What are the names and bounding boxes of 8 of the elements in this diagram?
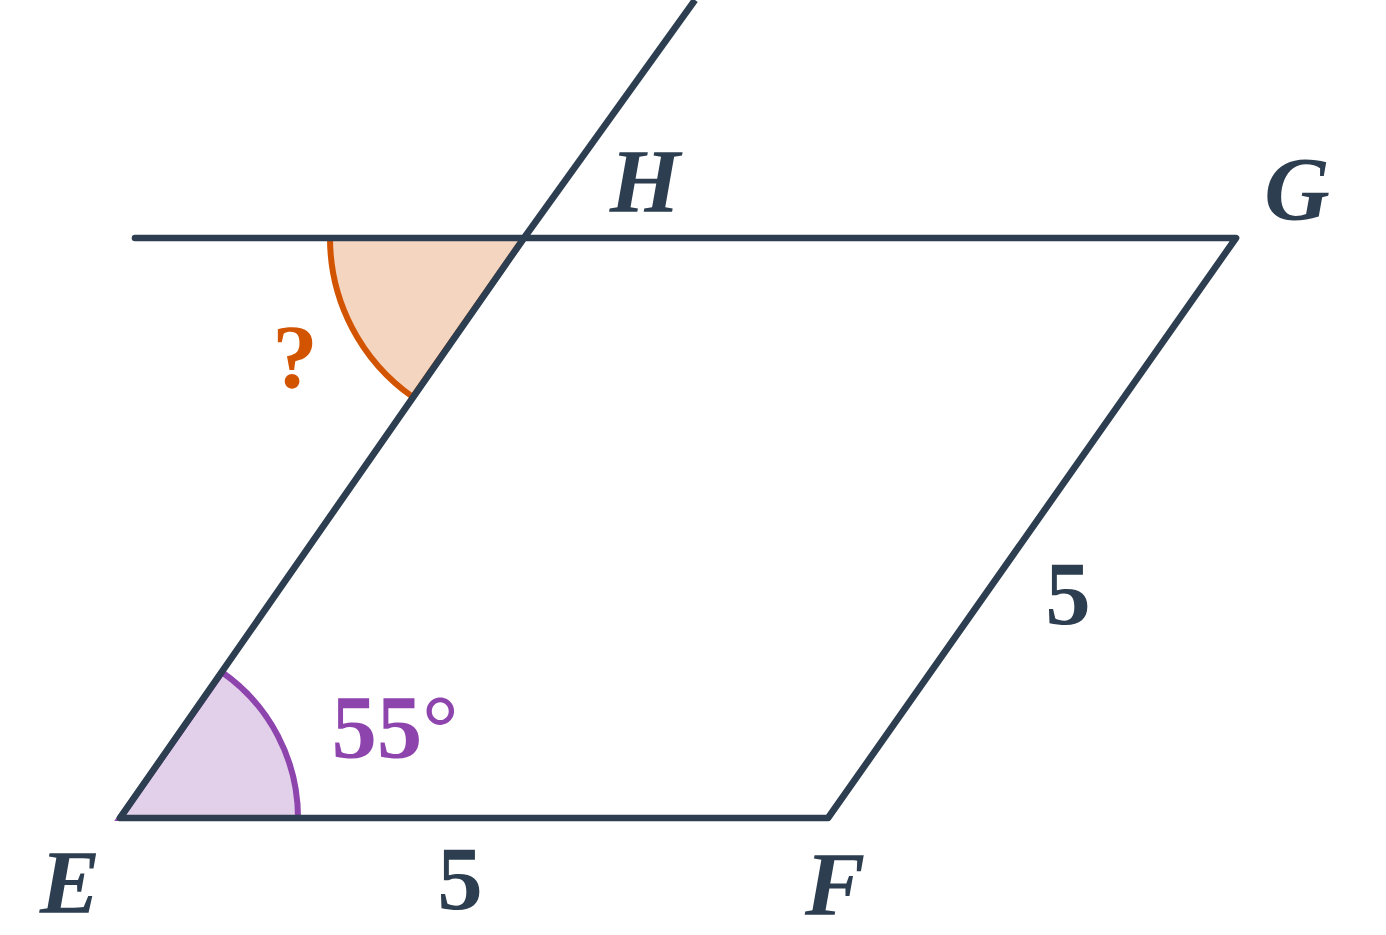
vertex-label: E <box>39 853 97 913</box>
measure-label: 5 <box>1049 564 1088 626</box>
measure-label: ? <box>277 327 313 389</box>
vertex-label: G <box>1267 159 1329 221</box>
vertex-label: F <box>804 855 864 915</box>
measure-label: 55° <box>335 697 455 759</box>
vertex-label: H <box>609 152 683 212</box>
measure-label: 5 <box>441 849 480 911</box>
